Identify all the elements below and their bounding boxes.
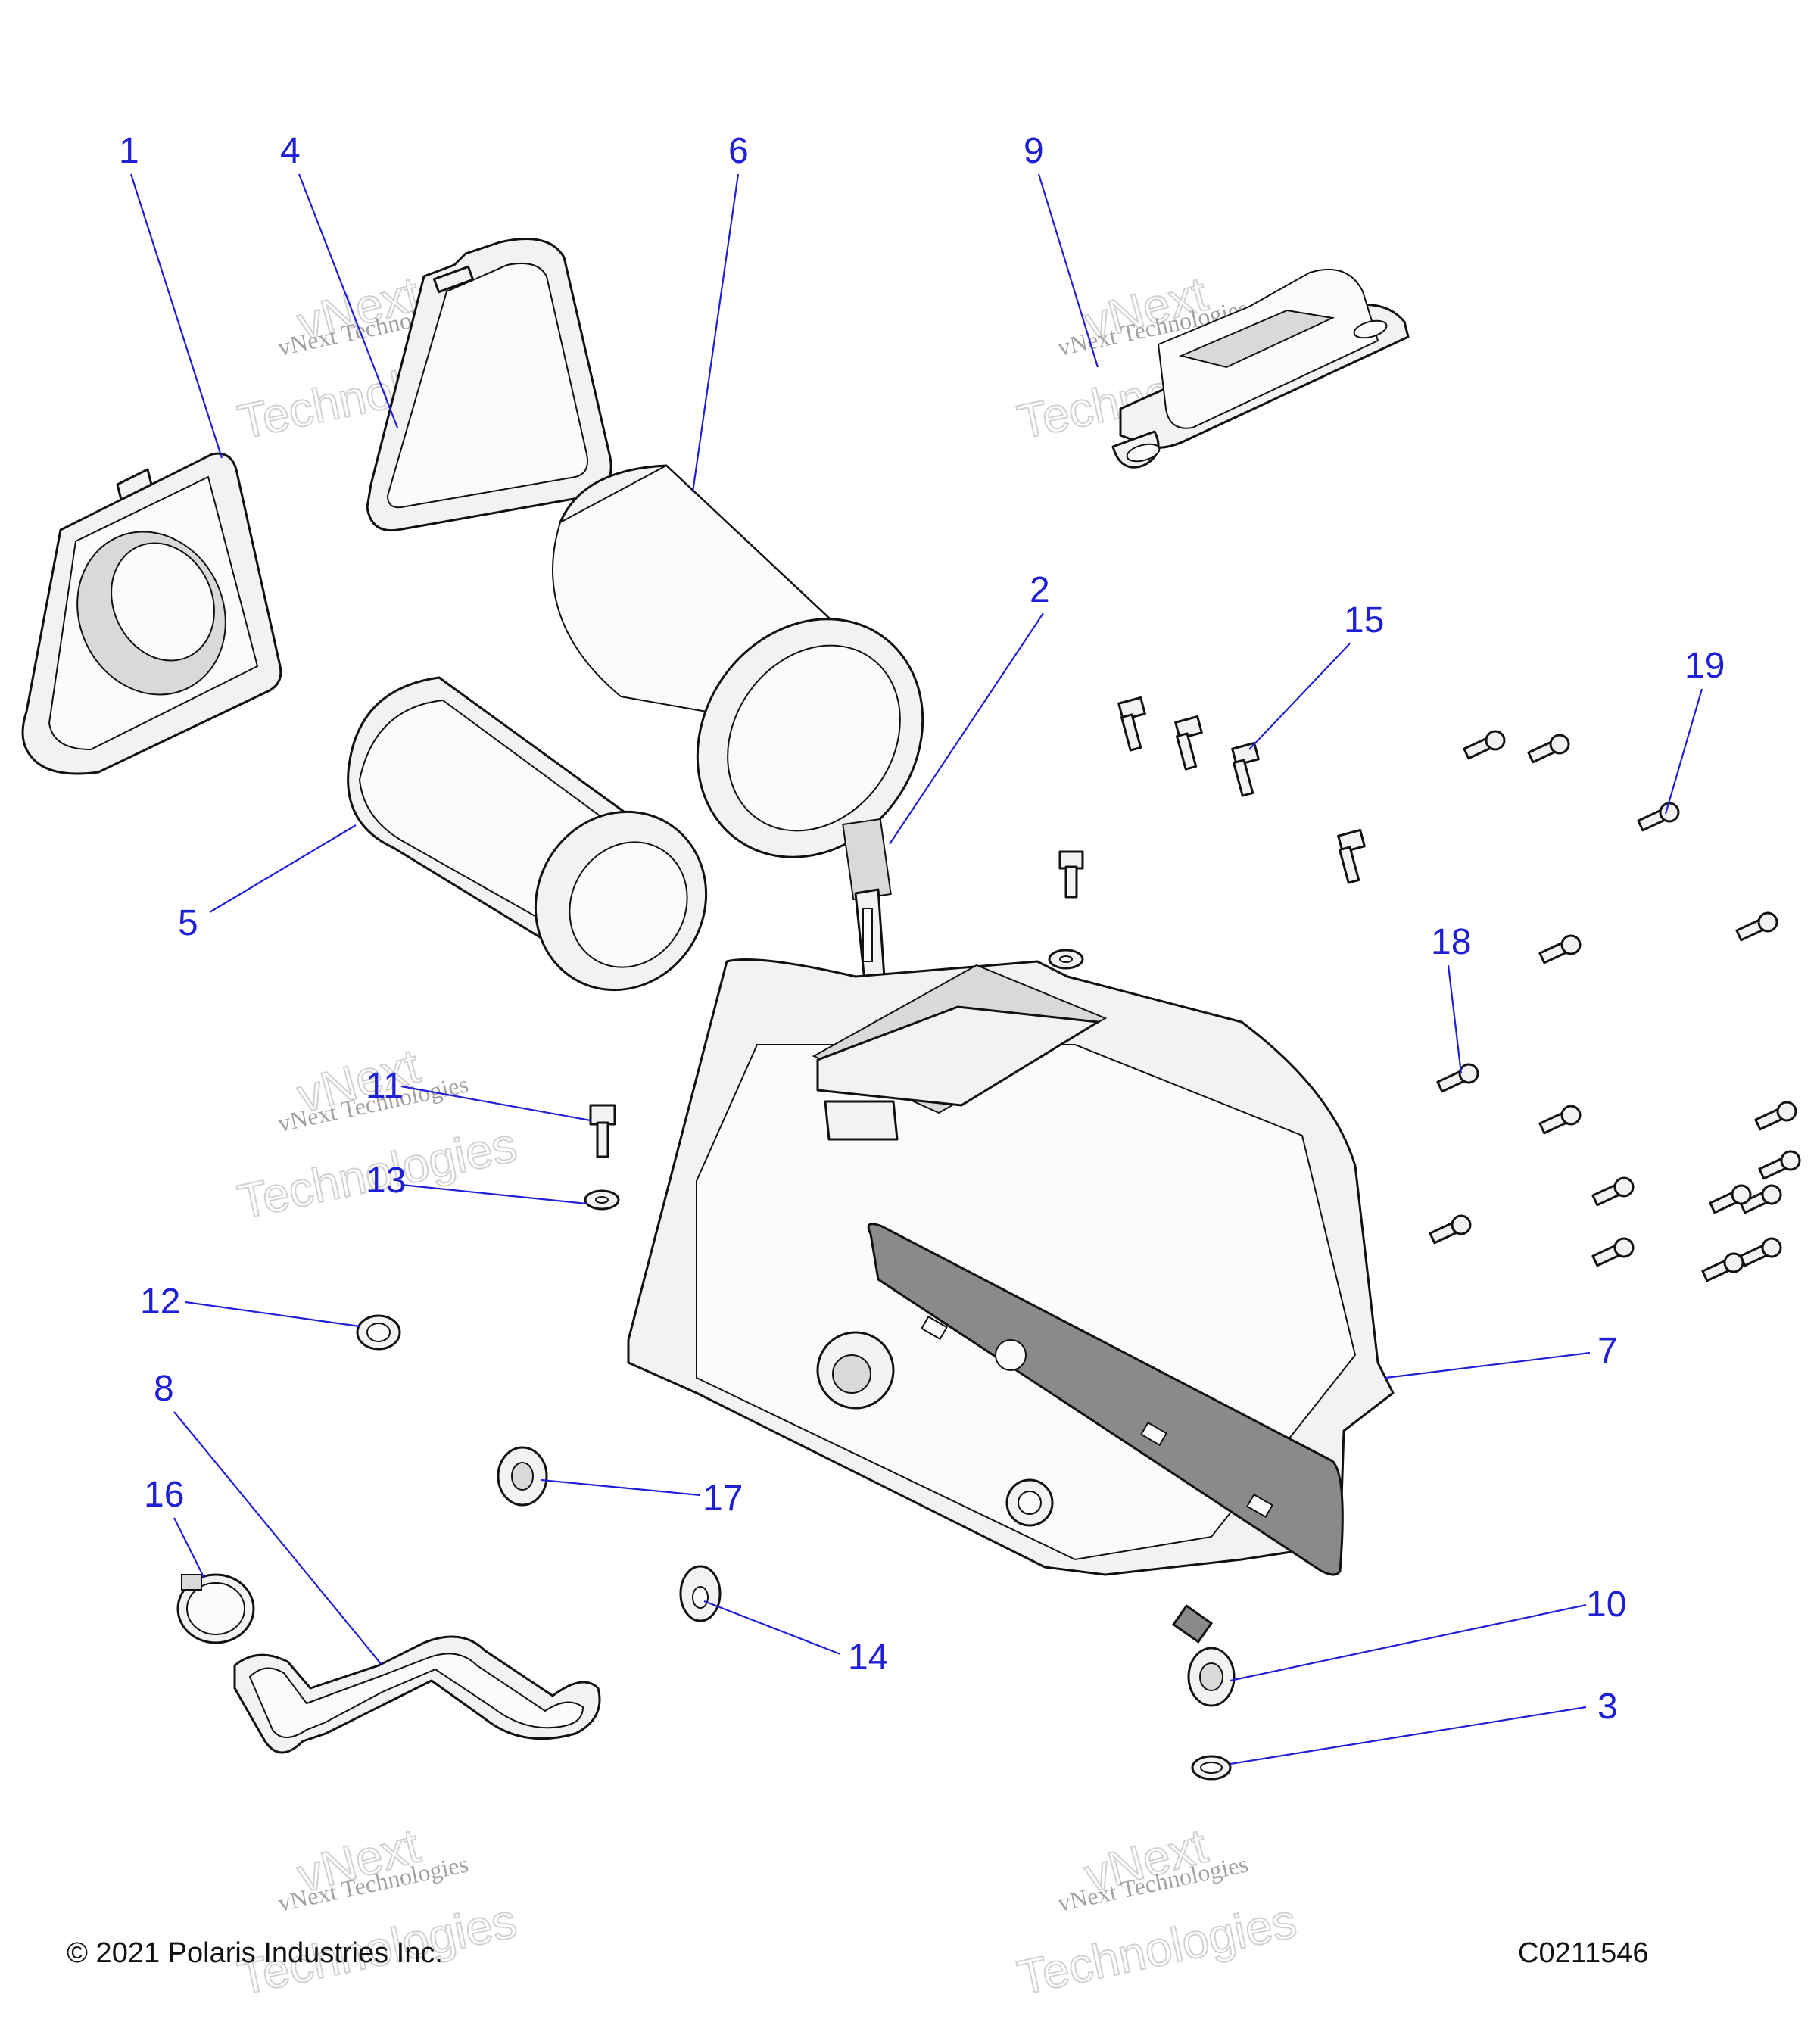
screw-icon: [1591, 1176, 1635, 1207]
callout-label: 13: [366, 1161, 406, 1201]
screw-icon: [1739, 1237, 1782, 1267]
clamp-icon: [356, 1314, 401, 1351]
leader-line: [691, 173, 740, 493]
fastener-group: [589, 696, 1801, 1282]
callout-label: 19: [1685, 646, 1725, 686]
leader-line: [889, 612, 1044, 845]
callout-label: 17: [703, 1478, 743, 1519]
callout-label: 16: [144, 1475, 184, 1515]
part-hose-clamp: [176, 1573, 255, 1644]
callout-label: 6: [728, 131, 749, 171]
screw-icon: [1701, 1252, 1744, 1282]
bolt-icon: [1117, 696, 1146, 752]
bolt-icon: [1231, 741, 1260, 797]
callout-label: 14: [848, 1637, 888, 1678]
leader-line: [1447, 964, 1463, 1074]
callout-label: 12: [140, 1282, 180, 1322]
leader-line: [298, 173, 399, 428]
part-air-filter-large: [552, 464, 924, 858]
screw-icon: [1538, 934, 1582, 964]
screw-icon: [1538, 1105, 1582, 1135]
screw-icon: [1739, 1184, 1782, 1214]
callout-label: 4: [280, 131, 301, 171]
callout-label: 9: [1024, 131, 1044, 171]
leader-line: [1385, 1351, 1591, 1379]
leader-line: [173, 1517, 205, 1579]
bolt-icon: [589, 1104, 616, 1158]
bolt-icon: [1174, 715, 1203, 771]
part-hose: [233, 1635, 601, 1754]
small-parts-group: [356, 949, 1236, 1781]
copyright-notice: © 2021 Polaris Industries Inc.: [67, 1937, 443, 1969]
callout-label: 18: [1431, 922, 1471, 962]
screw-icon: [1709, 1184, 1752, 1214]
drain-valve-icon: [1171, 1604, 1236, 1707]
leader-line: [541, 1478, 701, 1497]
bolt-icon: [1058, 850, 1084, 899]
screw-icon: [1591, 1237, 1635, 1267]
leader-line: [173, 1411, 383, 1666]
leader-line: [1230, 1603, 1587, 1682]
bolt-icon: [1337, 828, 1366, 884]
leader-lines: [129, 173, 1703, 1765]
part-gasket-seal: [366, 238, 612, 532]
callout-label: 1: [119, 131, 139, 171]
plug-icon: [679, 1565, 722, 1622]
callout-label: 3: [1597, 1687, 1618, 1727]
screw-icon: [1436, 1063, 1479, 1093]
screw-icon: [1429, 1214, 1472, 1245]
leader-line: [703, 1600, 841, 1656]
screw-icon: [1527, 734, 1570, 764]
leader-line: [129, 173, 223, 459]
part-air-filter-element: [347, 676, 708, 992]
leader-line: [209, 824, 357, 913]
leader-line: [1037, 173, 1099, 368]
part-airbox-housing: [627, 958, 1395, 1576]
screw-icon: [1735, 911, 1778, 942]
grommet-icon: [497, 1446, 548, 1507]
leader-line: [1664, 688, 1703, 815]
screw-icon: [1637, 802, 1680, 832]
screw-icon: [1754, 1101, 1797, 1131]
part-bracket: [1111, 268, 1410, 469]
watermark-text: Technologies: [1013, 1893, 1301, 2005]
leader-line: [1230, 1706, 1587, 1765]
screw-icon: [1758, 1150, 1801, 1180]
callout-label: 2: [1030, 570, 1050, 610]
callout-labels: 1 4 6 9 2 15 19 5 18 11 13 12 7 8 16 17 …: [119, 131, 1725, 1727]
leader-line: [400, 1183, 587, 1205]
leader-line: [1248, 643, 1351, 750]
callout-label: 10: [1586, 1584, 1626, 1625]
callout-label: 15: [1344, 600, 1384, 640]
leader-line: [400, 1085, 591, 1122]
drawing-number: C0211546: [1518, 1937, 1649, 1969]
part-intake-cover: [21, 452, 282, 775]
callout-label: 5: [178, 903, 198, 943]
callout-label: 8: [154, 1369, 174, 1409]
callout-label: 11: [366, 1066, 404, 1106]
leader-line: [185, 1301, 360, 1328]
screw-icon: [1463, 730, 1506, 760]
callout-label: 7: [1597, 1331, 1618, 1371]
